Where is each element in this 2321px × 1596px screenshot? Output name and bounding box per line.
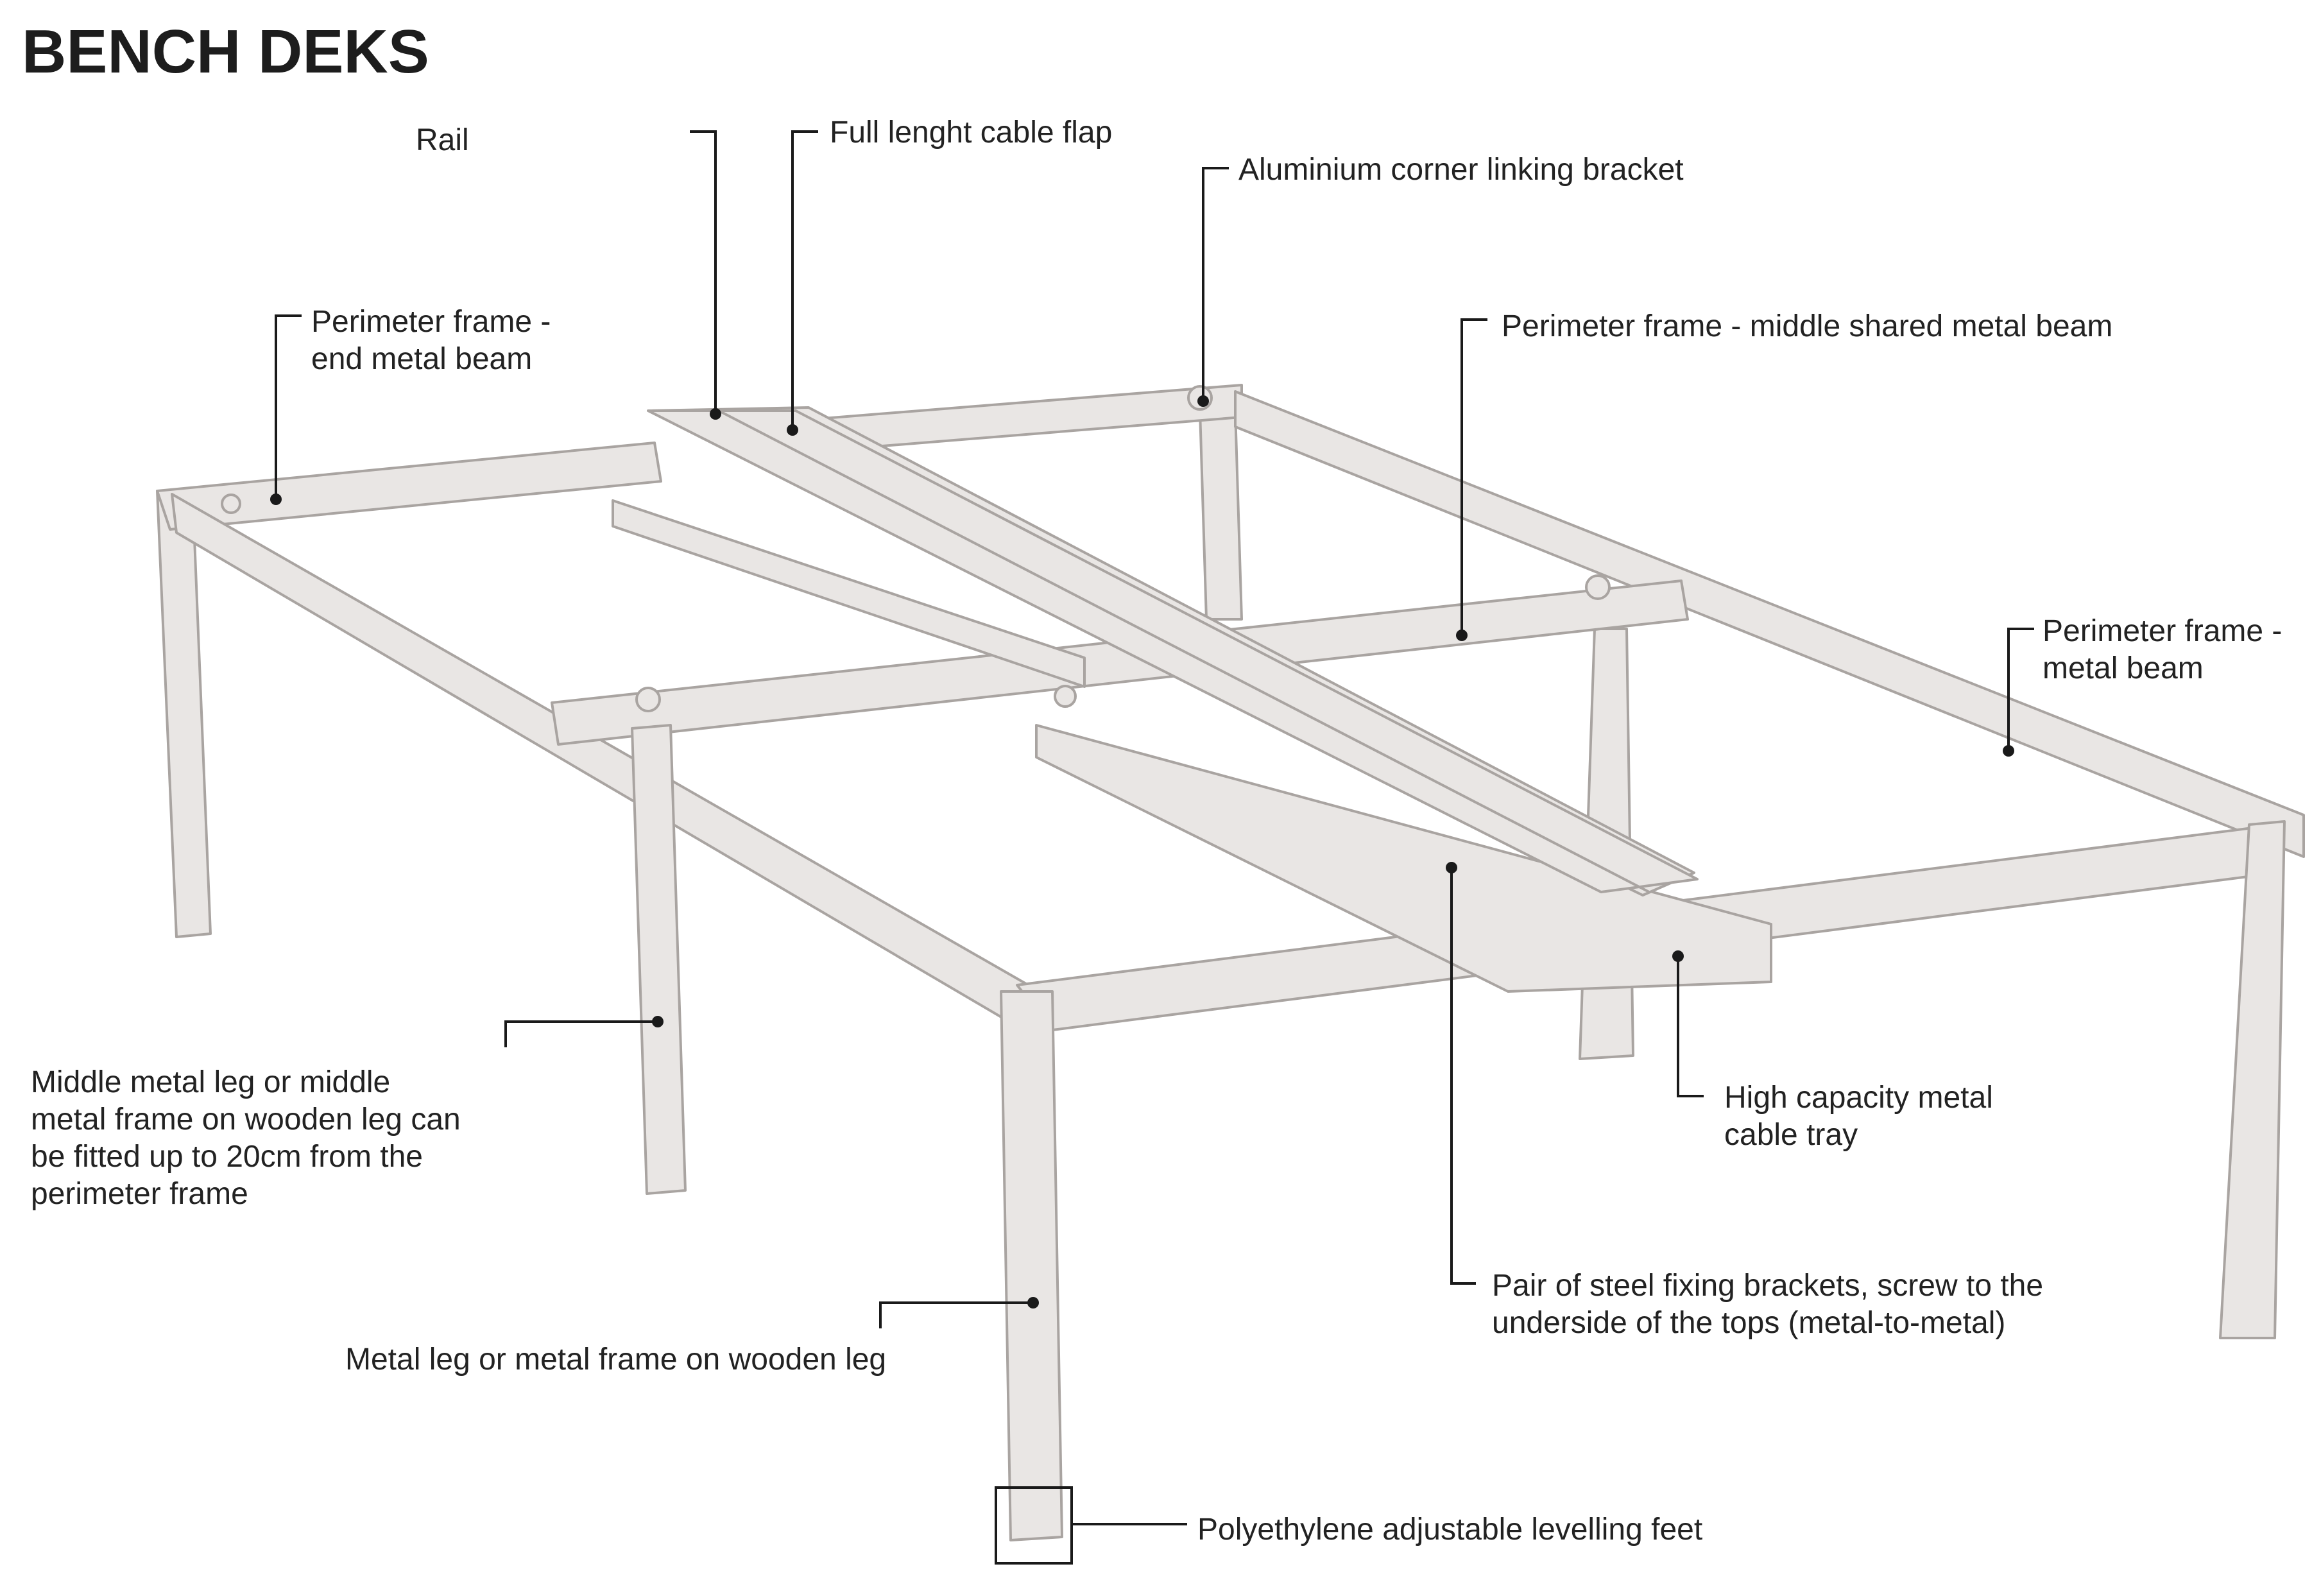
label-fixing-brackets-line-1: Pair of steel fixing brackets, screw to … xyxy=(1492,1269,2044,1303)
leader-corner-bracket xyxy=(1202,167,1229,401)
label-middle-leg-line-4: perimeter frame xyxy=(31,1177,248,1211)
cable-tray-back xyxy=(612,499,1086,688)
leader-cable-tray xyxy=(1677,956,1704,1097)
label-side-beam: Perimeter frame - metal beam xyxy=(2043,613,2282,687)
label-middle-leg-line-1: Middle metal leg or middle xyxy=(31,1065,391,1099)
label-corner-bracket: Aluminium corner linking bracket xyxy=(1238,153,1684,187)
leader-end-beam xyxy=(275,314,302,499)
label-end-beam-line-2: end metal beam xyxy=(311,342,533,376)
leader-middle-beam xyxy=(1460,318,1487,635)
end-beam-left xyxy=(156,442,662,531)
label-fixing-brackets-line-2: underside of the tops (metal-to-metal) xyxy=(1492,1306,2006,1340)
side-beam-left xyxy=(171,493,1041,1041)
label-side-beam-line-2: metal beam xyxy=(2043,651,2204,685)
leader-fixing-brackets xyxy=(1450,868,1476,1285)
label-end-beam-line-1: Perimeter frame - xyxy=(311,305,551,339)
front-left-leg xyxy=(1000,990,1063,1541)
label-metal-leg: Metal leg or metal frame on wooden leg xyxy=(345,1343,887,1377)
side-beam-right xyxy=(1234,390,2305,858)
middle-beam xyxy=(551,579,1689,746)
leader-metal-leg xyxy=(879,1301,1033,1328)
spine-flap xyxy=(647,409,1699,893)
leader-rail xyxy=(690,130,717,414)
back-left-leg xyxy=(156,490,212,938)
label-middle-leg-line-3: be fitted up to 20cm from the xyxy=(31,1140,423,1174)
label-end-beam: Perimeter frame - end metal beam xyxy=(311,304,551,378)
label-cable-flap: Full lenght cable flap xyxy=(830,116,1113,150)
label-cable-tray: High capacity metal cable tray xyxy=(1724,1079,1993,1154)
label-middle-leg: Middle metal leg or middle metal frame o… xyxy=(31,1064,461,1213)
label-cable-tray-line-2: cable tray xyxy=(1724,1118,1858,1152)
levelling-feet-highlight xyxy=(995,1486,1073,1565)
label-rail: Rail xyxy=(416,123,469,157)
label-middle-beam: Perimeter frame - middle shared metal be… xyxy=(1502,309,2113,343)
page-title: BENCH DEKS xyxy=(22,17,429,86)
label-side-beam-line-1: Perimeter frame - xyxy=(2043,614,2282,648)
label-middle-leg-line-2: metal frame on wooden leg can xyxy=(31,1103,461,1137)
leader-side-beam xyxy=(2007,628,2034,751)
leader-cable-flap xyxy=(791,130,818,430)
front-right-leg xyxy=(2219,820,2286,1339)
label-cable-tray-line-1: High capacity metal xyxy=(1724,1081,1993,1115)
leader-middle-leg xyxy=(504,1020,658,1047)
back-middle-leg xyxy=(1199,409,1243,621)
label-levelling-feet: Polyethylene adjustable levelling feet xyxy=(1197,1513,1703,1547)
label-fixing-brackets: Pair of steel fixing brackets, screw to … xyxy=(1492,1267,2043,1342)
middle-front-leg xyxy=(631,724,687,1195)
